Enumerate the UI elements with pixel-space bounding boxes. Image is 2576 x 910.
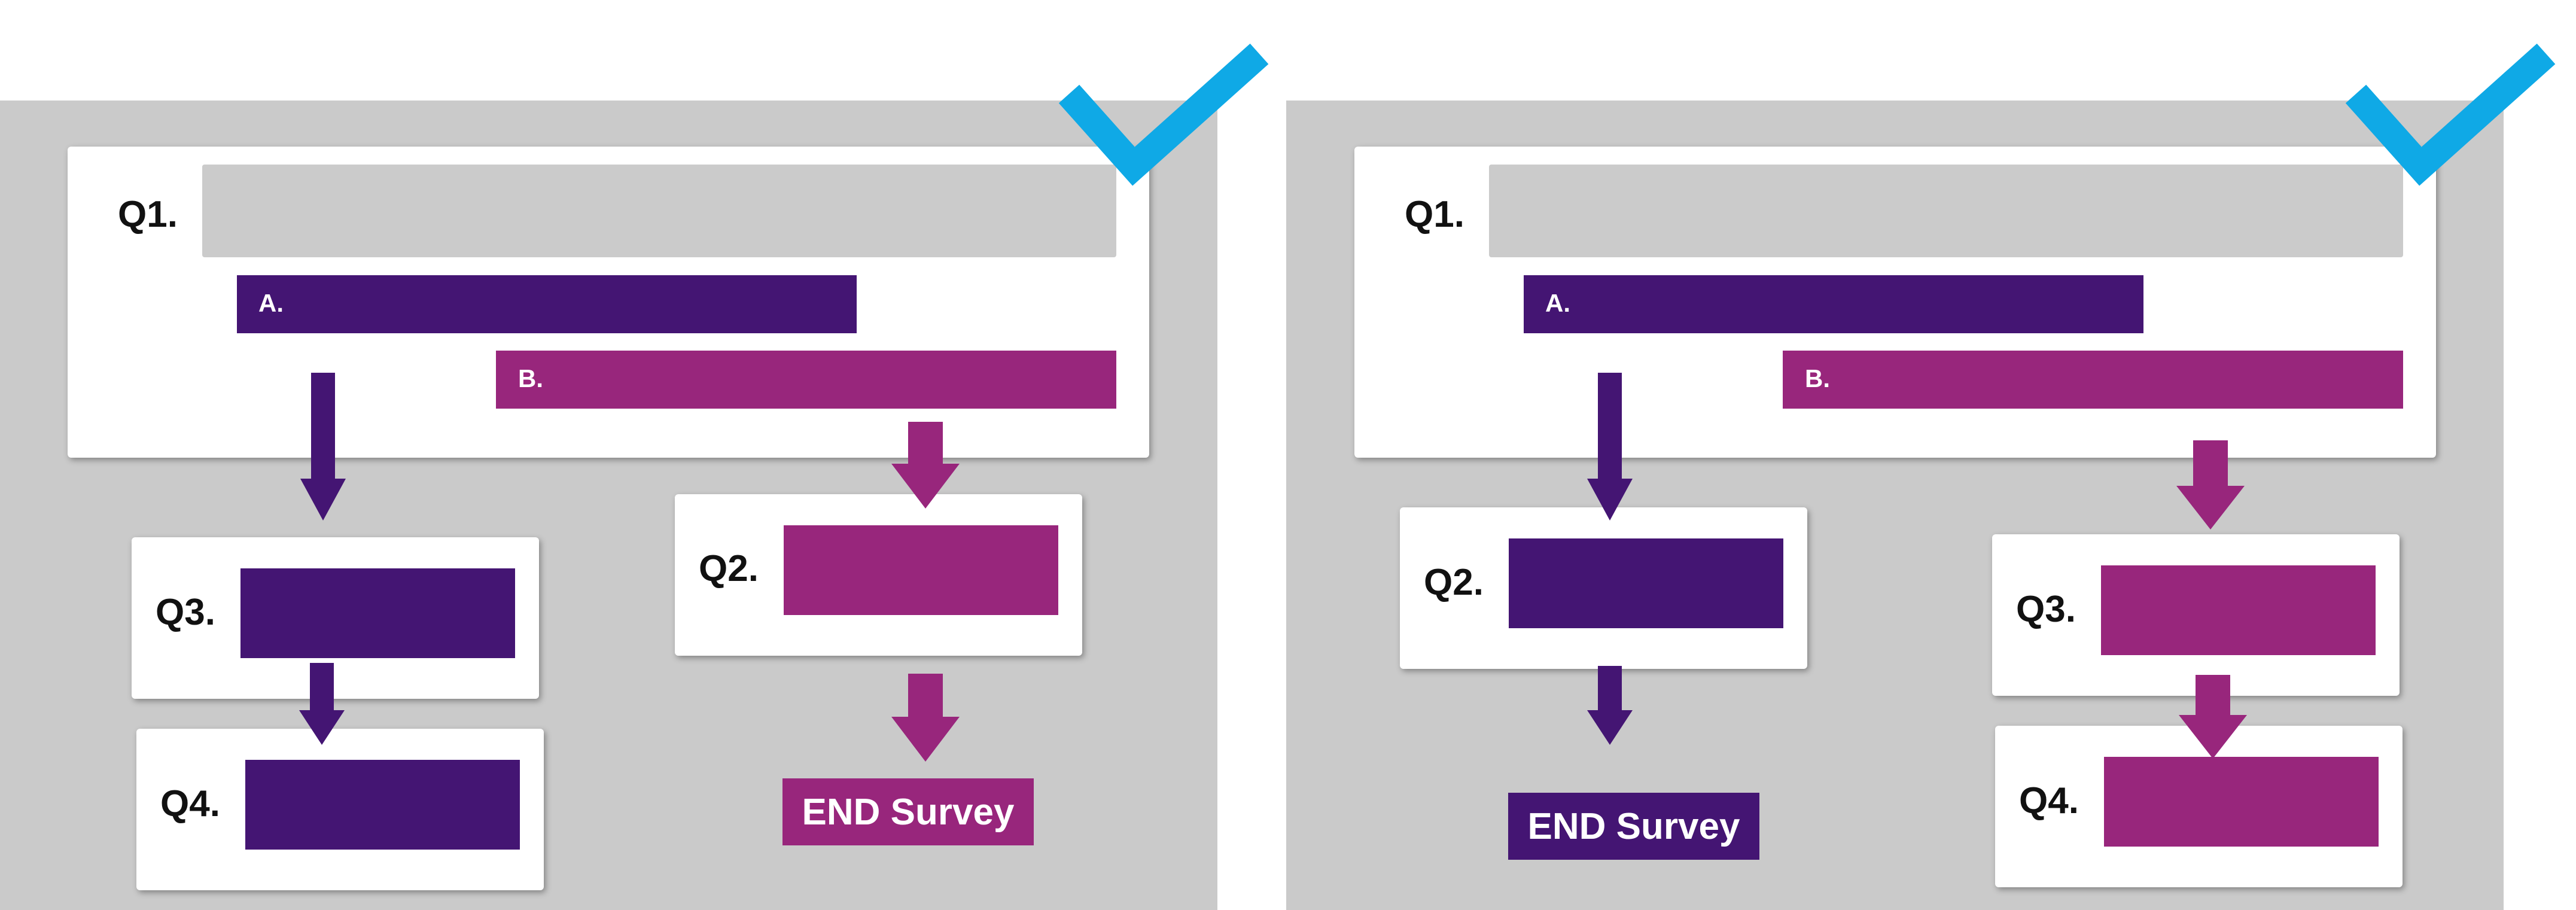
right-q1-question-placeholder — [1489, 165, 2403, 257]
left-q1-question-placeholder — [202, 165, 1116, 257]
left-option-a-label: A. — [258, 289, 284, 317]
right-arrow-a-to-q2 — [1587, 373, 1633, 521]
left-q4-label: Q4. — [160, 783, 220, 824]
left-arrow-q2-to-end — [891, 674, 960, 762]
right-arrow-q3-to-q4 — [2179, 675, 2247, 759]
left-check-icon — [1058, 43, 1269, 186]
right-option-b-bar — [1783, 351, 2403, 409]
left-arrow-q3-to-q4 — [299, 663, 345, 745]
left-arrow-a-to-q3 — [300, 373, 346, 521]
right-option-a-bar — [1524, 275, 2143, 333]
right-end-survey-box: END Survey — [1508, 793, 1759, 860]
right-option-b-label: B. — [1805, 364, 1830, 392]
left-q4-answer-bar — [245, 760, 520, 850]
right-arrow-b-to-q3 — [2176, 440, 2245, 529]
left-q1-label: Q1. — [118, 194, 178, 235]
left-option-b-label: B. — [518, 364, 543, 392]
right-q4-label: Q4. — [2019, 780, 2079, 821]
right-q2-answer-bar — [1509, 538, 1783, 628]
left-q2-label: Q2. — [699, 548, 759, 589]
right-q3-label: Q3. — [2016, 589, 2076, 630]
left-q3-answer-bar — [240, 568, 515, 658]
right-option-a-label: A. — [1545, 289, 1570, 317]
left-option-b-bar — [496, 351, 1116, 409]
left-option-a-bar — [237, 275, 857, 333]
left-q2-answer-bar — [784, 525, 1058, 615]
right-arrow-q2-to-end — [1587, 666, 1633, 745]
right-q1-label: Q1. — [1405, 194, 1464, 235]
left-arrow-b-to-q2 — [891, 422, 960, 509]
left-q3-label: Q3. — [156, 592, 215, 633]
right-q3-answer-bar — [2101, 565, 2376, 655]
right-q4-answer-bar — [2104, 757, 2379, 847]
right-check-icon — [2345, 43, 2556, 186]
right-q2-label: Q2. — [1424, 562, 1484, 603]
left-end-survey-box: END Survey — [782, 778, 1034, 845]
